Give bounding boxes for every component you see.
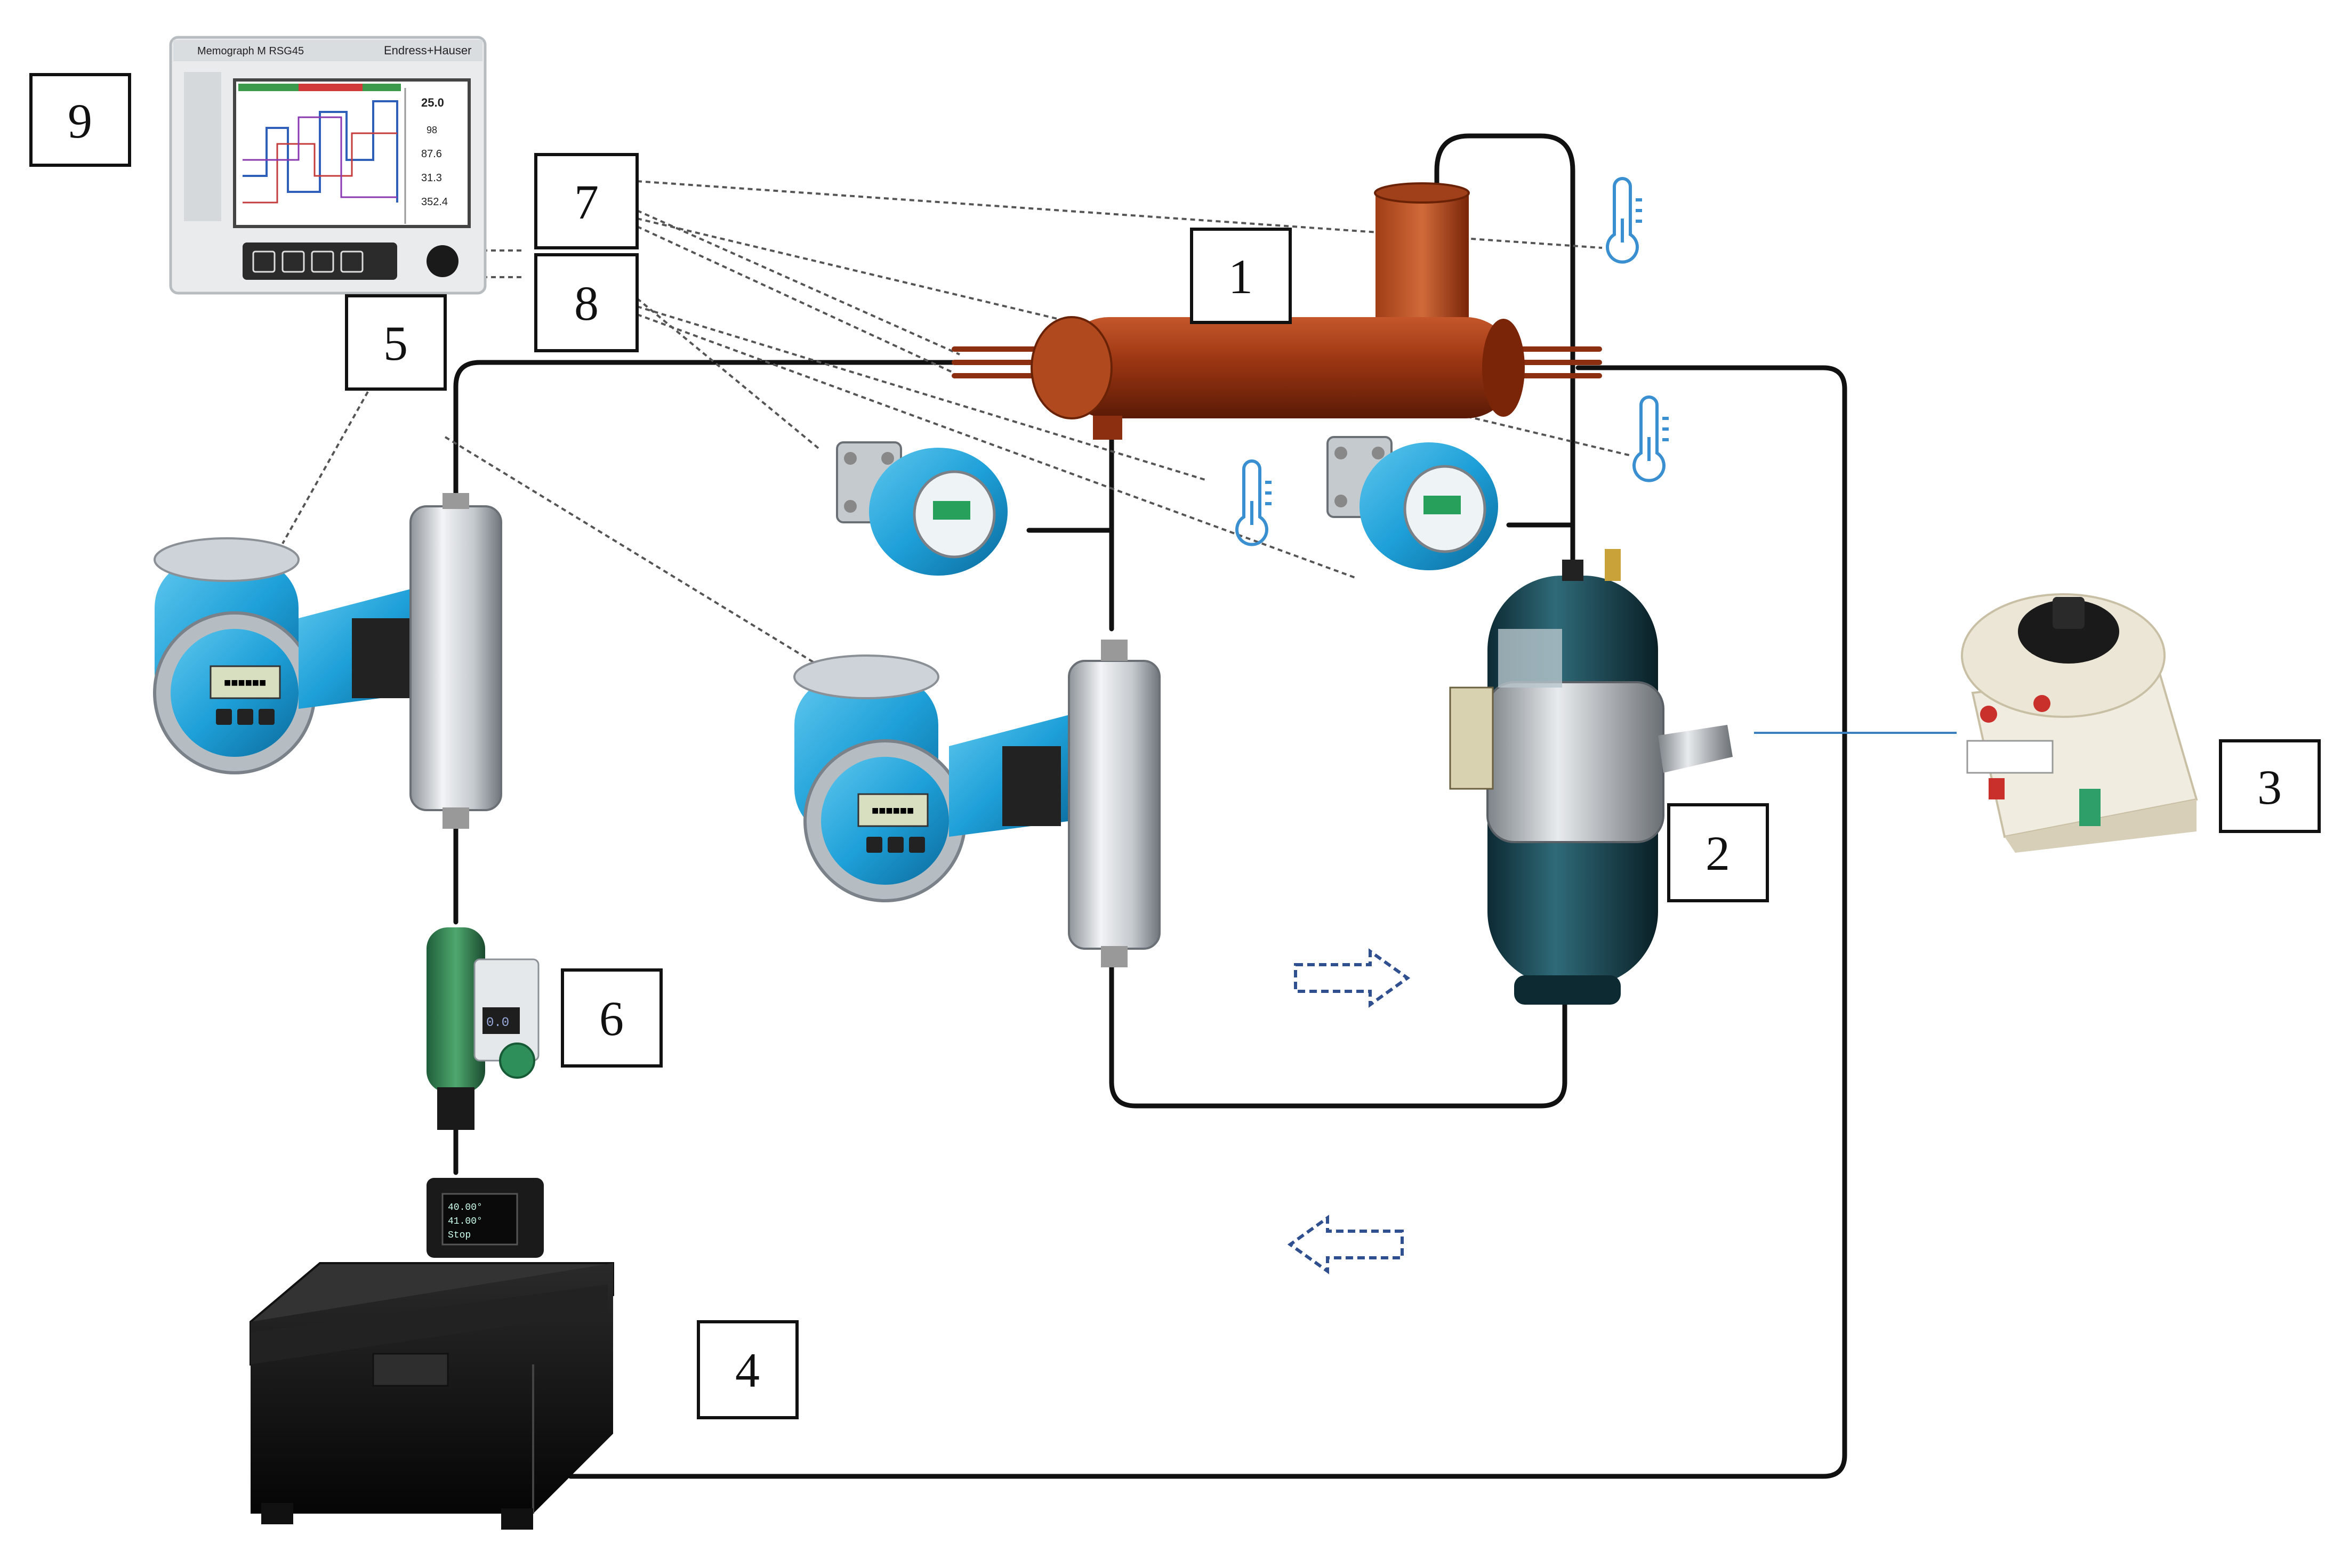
flow-meter-middle-display: ■■■■■■ <box>872 805 914 818</box>
water-bath: 40.00° 41.00° Stop <box>250 1178 614 1530</box>
recorder-value-5: 352.4 <box>421 196 448 208</box>
pressure-transmitter-left <box>836 441 1008 576</box>
thermometer-icon <box>1606 177 1642 264</box>
label-box-6: 6 <box>561 968 663 1068</box>
bath-display-2: 41.00° <box>448 1216 482 1227</box>
recorder-value-1: 25.0 <box>421 96 444 109</box>
label-2-text: 2 <box>1706 826 1730 880</box>
label-5-text: 5 <box>383 316 408 370</box>
label-7-text: 7 <box>574 175 599 229</box>
bath-display-1: 40.00° <box>448 1202 482 1213</box>
recorder-value-4: 31.3 <box>421 172 442 184</box>
label-box-8: 8 <box>534 253 639 352</box>
label-box-1: 1 <box>1190 228 1292 324</box>
label-box-2: 2 <box>1667 803 1769 902</box>
label-box-9: 9 <box>29 73 131 167</box>
label-9-text: 9 <box>68 94 92 148</box>
recorder-value-3: 87.6 <box>421 148 442 160</box>
label-3-text: 3 <box>2257 760 2282 814</box>
flow-meter-left: ■■■■■■ <box>153 493 502 829</box>
label-4-text: 4 <box>735 1343 760 1397</box>
inner-loop-pipe <box>1026 133 1575 1109</box>
label-1-text: 1 <box>1228 249 1253 304</box>
bath-display-3: Stop <box>448 1230 471 1241</box>
label-box-3: 3 <box>2219 739 2321 833</box>
label-box-4: 4 <box>697 1320 799 1419</box>
flow-arrow-right-icon <box>1294 948 1411 1008</box>
data-recorder: Memograph M RSG45 Endress+Hauser 25.0 98… <box>169 36 487 295</box>
recorder-model-text: Memograph M RSG45 <box>197 45 304 57</box>
compressor-tank <box>1449 549 1733 1005</box>
flow-meter-middle: ■■■■■■ <box>793 640 1161 967</box>
flow-meter-left-display: ■■■■■■ <box>224 677 266 690</box>
circulation-pump: 0.0 <box>427 927 540 1130</box>
variac-transformer <box>1961 593 2198 853</box>
thermometer-icon <box>1632 395 1669 482</box>
pressure-transmitter-right <box>1326 436 1498 570</box>
flow-arrow-left-icon <box>1287 1215 1404 1274</box>
thermometer-icon <box>1235 459 1272 546</box>
label-box-5: 5 <box>345 294 447 391</box>
label-box-7: 7 <box>534 153 639 249</box>
heat-exchanger <box>952 182 1602 440</box>
label-8-text: 8 <box>574 276 599 330</box>
pump-display: 0.0 <box>486 1016 509 1030</box>
recorder-value-2: 98 <box>427 125 437 135</box>
label-6-text: 6 <box>599 991 624 1046</box>
recorder-brand-text: Endress+Hauser <box>384 44 471 57</box>
